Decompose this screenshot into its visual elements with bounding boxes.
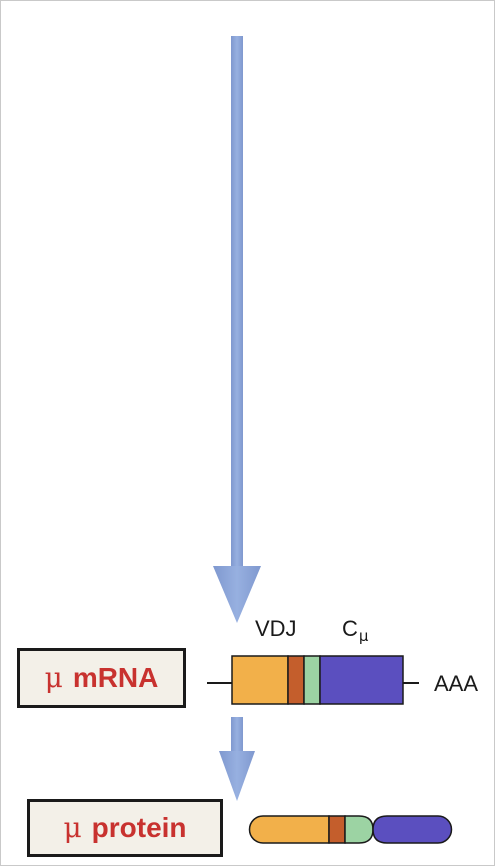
long-down-arrow bbox=[213, 36, 261, 623]
mu-symbol: μ bbox=[63, 811, 82, 844]
vdj-label: VDJ bbox=[255, 616, 297, 641]
protein-chain bbox=[248, 815, 453, 844]
mu-protein-label-box: μ protein bbox=[27, 799, 223, 857]
protein-label-text: protein bbox=[91, 812, 187, 843]
mrna-strand bbox=[207, 655, 419, 705]
j-segment bbox=[303, 655, 321, 705]
protein-d-part bbox=[328, 815, 346, 844]
c-segment bbox=[319, 655, 404, 705]
mu-mrna-label-box: μ mRNA bbox=[17, 648, 186, 708]
protein-c-part bbox=[372, 815, 453, 844]
v-segment bbox=[231, 655, 289, 705]
c-label: C bbox=[342, 616, 358, 641]
protein-j-part bbox=[344, 815, 374, 844]
d-segment bbox=[287, 655, 305, 705]
c-subscript-mu: μ bbox=[358, 627, 369, 645]
protein-vdj-part bbox=[248, 815, 330, 844]
poly-a-tail-label: AAA bbox=[434, 671, 479, 696]
mu-symbol: μ bbox=[44, 661, 63, 694]
c-mu-label: Cμ bbox=[342, 616, 368, 644]
mrna-label-text: mRNA bbox=[72, 662, 159, 693]
short-down-arrow bbox=[219, 717, 255, 801]
